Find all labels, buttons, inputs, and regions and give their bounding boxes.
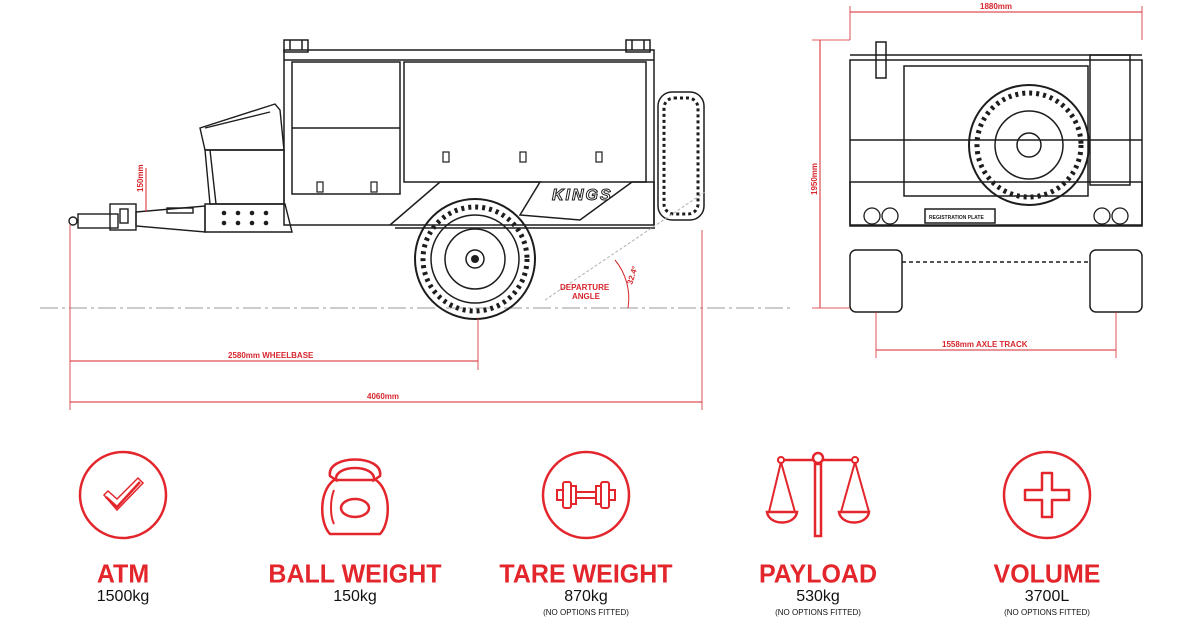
spec-note: (NO OPTIONS FITTED) [1004,608,1090,617]
spec-volume: VOLUME 3700L (NO OPTIONS FITTED) [937,440,1157,618]
spec-value: 3700L [1024,588,1070,605]
spec-value: 1500kg [96,588,150,605]
dim-overall-length: 4060mm [367,392,399,401]
departure-label-1: DEPARTURE [560,283,610,292]
kettlebell-icon [321,458,389,536]
spec-tare-weight: TARE WEIGHT 870kg (NO OPTIONS FITTED) [476,440,696,618]
check-circle-icon [78,450,168,540]
spec-value: 530kg [796,588,840,605]
side-view: KINGS [68,39,705,320]
trailer-body [283,39,655,229]
spec-value: 870kg [564,588,608,605]
trailer-dimension-drawing: KINGS 150mm 2580mm WHEELBASE 4060mm 32.4… [40,2,1143,410]
rear-view [849,41,1143,313]
departure-line [544,191,706,301]
spare-wheel-side [657,91,705,221]
dim-axle-track: 1558mm AXLE TRACK [942,340,1028,349]
front-toolbox [199,103,285,205]
spec-note: (NO OPTIONS FITTED) [543,608,629,617]
spec-label: BALL WEIGHT [268,559,442,589]
spec-label: TARE WEIGHT [499,559,673,589]
dim-departure-value: 32.4° [625,265,639,286]
brand-logo: KINGS [552,187,613,204]
drawbar [68,203,293,233]
scales-icon [765,451,871,538]
road-wheel [414,198,536,320]
spec-note: (NO OPTIONS FITTED) [775,608,861,617]
plus-circle-icon [1002,450,1092,540]
spec-label: ATM [96,559,150,589]
spec-ball-weight: BALL WEIGHT 150kg [245,440,465,606]
rear-dimensions: 1880mm 1950mm 1558mm AXLE TRACK [810,2,1143,358]
spec-label: VOLUME [993,559,1101,589]
spec-atm: ATM 1500kg [13,440,233,606]
spec-label: PAYLOAD [758,559,878,589]
dim-overall-height: 1950mm [810,163,819,195]
dim-wheelbase: 2580mm WHEELBASE [228,351,314,360]
registration-plate: REGISTRATION PLATE [929,215,984,221]
spec-payload: PAYLOAD 530kg (NO OPTIONS FITTED) [708,440,928,618]
dumbbell-circle-icon [541,450,631,540]
departure-label-2: ANGLE [572,292,601,301]
spec-value: 150kg [333,588,377,605]
dim-overall-width: 1880mm [980,2,1012,11]
dim-150mm: 150mm [136,164,145,192]
